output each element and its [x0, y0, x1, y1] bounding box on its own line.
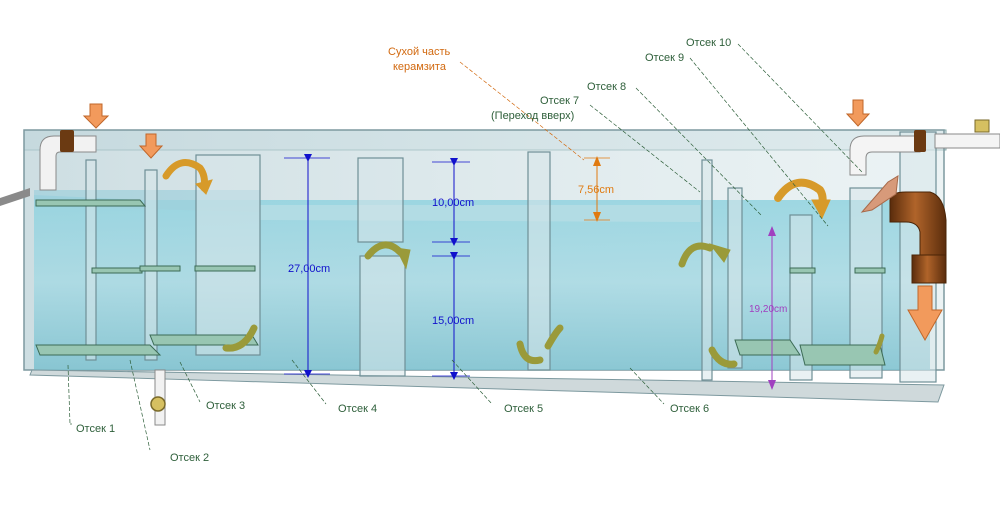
dim-lower-gap: 15,00cm: [432, 315, 474, 327]
label-compartment-4: Отсек 4: [338, 403, 377, 415]
label-dry-part-line2: керамзита: [393, 61, 447, 73]
tank-bottom: [29, 369, 945, 403]
flow-arrow-icon: [82, 99, 943, 342]
dim-total-height: 27,00cm: [288, 263, 330, 275]
inlet-tube: [0, 188, 30, 206]
dim-dry-part: 7,56cm: [578, 184, 614, 196]
label-compartment-8: Отсек 8: [587, 81, 626, 93]
flow-arrow-diagonal: [860, 175, 899, 213]
circular-flow-arrow-icon: [162, 159, 885, 368]
label-compartment-6: Отсек 6: [670, 403, 709, 415]
label-compartment-1: Отсек 1: [76, 423, 115, 435]
return-pipe-horizontal: [934, 133, 1000, 149]
inlet-pipe-elbow-icon: [39, 135, 97, 191]
leader-lines: [67, 43, 863, 451]
pipe-flange: [60, 130, 74, 152]
top-ball-valve-icon: [974, 119, 990, 133]
dim-upper-gap: 10,00cm: [432, 197, 474, 209]
label-compartment-9: Отсек 9: [645, 52, 684, 64]
label-dry-part-line1: Сухой часть: [388, 46, 451, 58]
label-compartment-7: Отсек 7: [540, 95, 579, 107]
label-compartment-2: Отсек 2: [170, 452, 209, 464]
label-compartment-10: Отсек 10: [686, 37, 731, 49]
label-compartment-3: Отсек 3: [206, 400, 245, 412]
dimension-lines: [284, 154, 776, 390]
outlet-pipe-body: [911, 254, 947, 284]
dim-right-height: 19,20cm: [749, 304, 787, 315]
label-compartment-5: Отсек 5: [504, 403, 543, 415]
water-surface-middle: [260, 205, 700, 222]
return-pipe-flange: [914, 130, 926, 152]
ball-valve-icon: [150, 396, 166, 412]
label-compartment-7-note: (Переход вверх): [491, 110, 574, 122]
